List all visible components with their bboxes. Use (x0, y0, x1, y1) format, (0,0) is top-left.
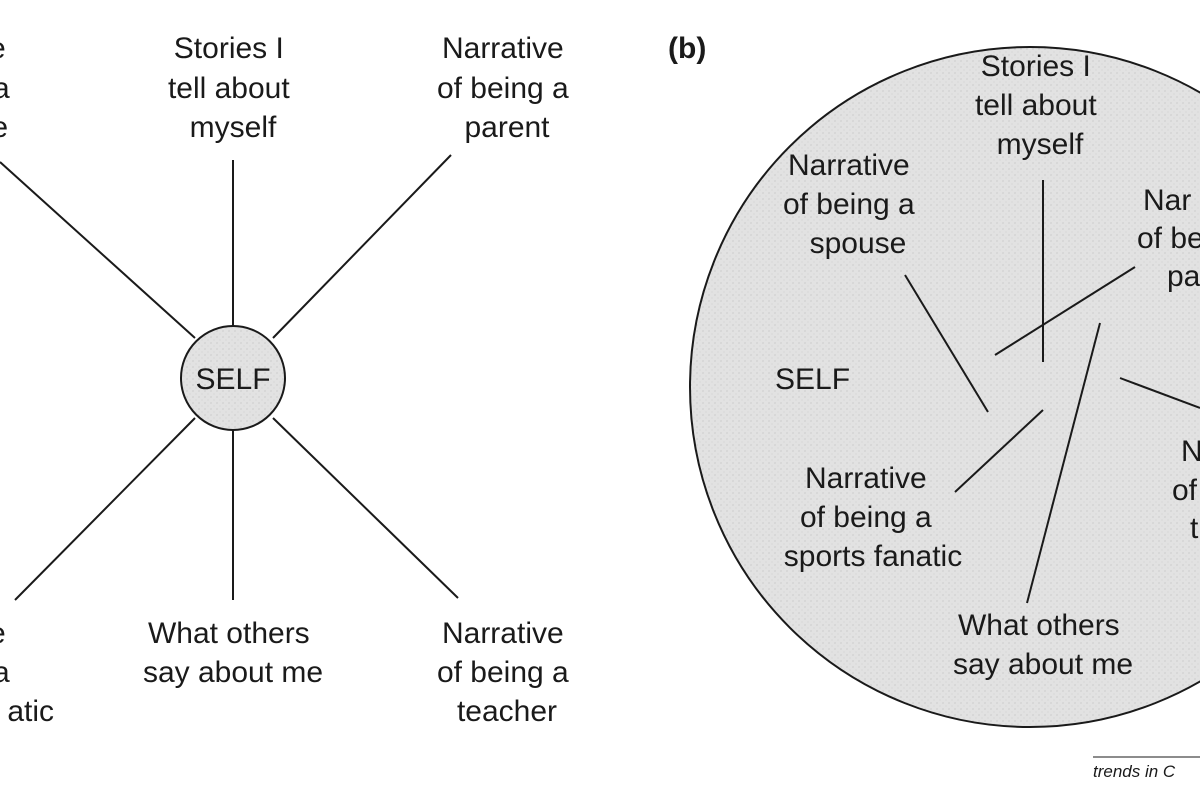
panel-b: (b) SELF Stories I tell about myself Nar… (668, 32, 1200, 781)
panel-a: SELF e a e Stories I tell about myself N… (0, 32, 577, 728)
label-b-spouse: Narrative of being a spouse (783, 149, 923, 260)
label-b-parent: Nar of be pa (1137, 184, 1200, 293)
self-label-a: SELF (195, 363, 270, 396)
label-parent: Narrative of being a parent (437, 32, 577, 144)
label-b-stories: Stories I tell about myself (975, 50, 1105, 161)
panel-b-tag: (b) (668, 32, 706, 65)
spoke-bottom-left (14, 417, 196, 601)
line-teacher (1119, 377, 1200, 409)
journal-credit: trends in C (1093, 762, 1176, 781)
label-others: What others say about me (143, 617, 323, 689)
self-region (689, 46, 1200, 728)
label-b-teacher: N of t (1172, 435, 1200, 545)
self-node (180, 325, 286, 431)
spoke-top-right (272, 154, 452, 339)
spoke-top-left (0, 161, 196, 339)
line-sports (954, 409, 1044, 493)
label-top-left: e a e (0, 32, 18, 144)
label-teacher: Narrative of being a teacher (437, 617, 577, 728)
line-others (1026, 322, 1101, 604)
label-b-sports: Narrative of being a sports fanatic (784, 462, 962, 573)
line-spouse (904, 274, 989, 413)
label-stories: Stories I tell about myself (168, 32, 298, 144)
label-b-others: What others say about me (953, 609, 1133, 681)
line-parent (994, 266, 1136, 356)
self-label-b: SELF (775, 363, 850, 396)
label-bottom-left: e a atic (0, 617, 54, 728)
spoke-bottom-right (272, 417, 459, 599)
